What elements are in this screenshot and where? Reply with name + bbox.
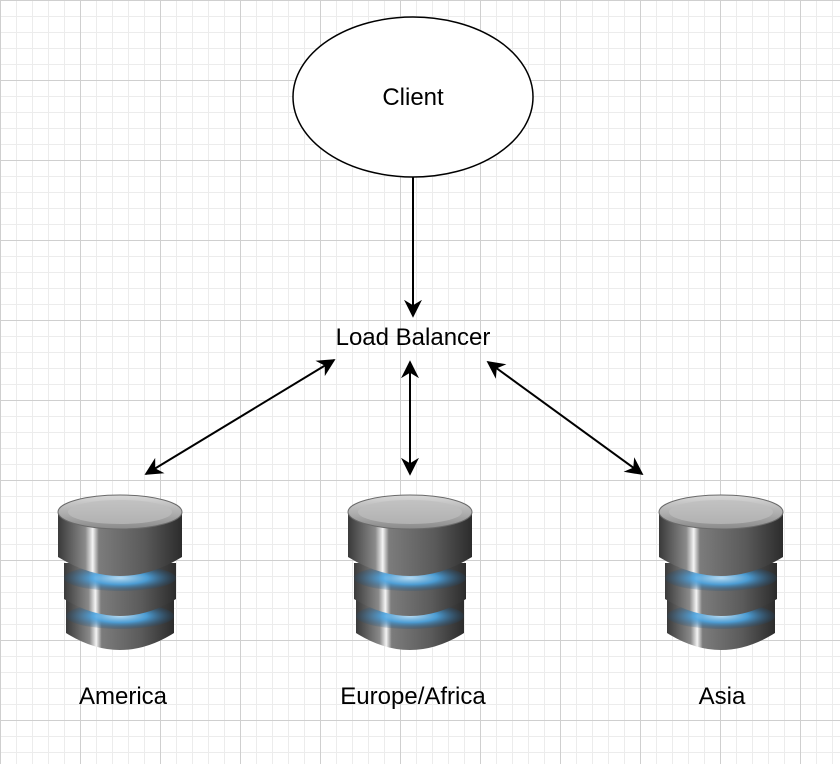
- database-icon[interactable]: [658, 494, 784, 651]
- database-icon[interactable]: [57, 494, 183, 650]
- load-balancer-label[interactable]: Load Balancer: [335, 324, 491, 351]
- database-label-america: America: [78, 683, 168, 710]
- database-icon[interactable]: [347, 494, 473, 651]
- database-label-europe-africa: Europe/Africa: [340, 683, 486, 710]
- edge-load-balancer-asia: [486, 360, 644, 476]
- edge-load-balancer-america: [144, 359, 336, 475]
- database-label-asia: Asia: [698, 683, 746, 710]
- client-label: Client: [382, 84, 444, 111]
